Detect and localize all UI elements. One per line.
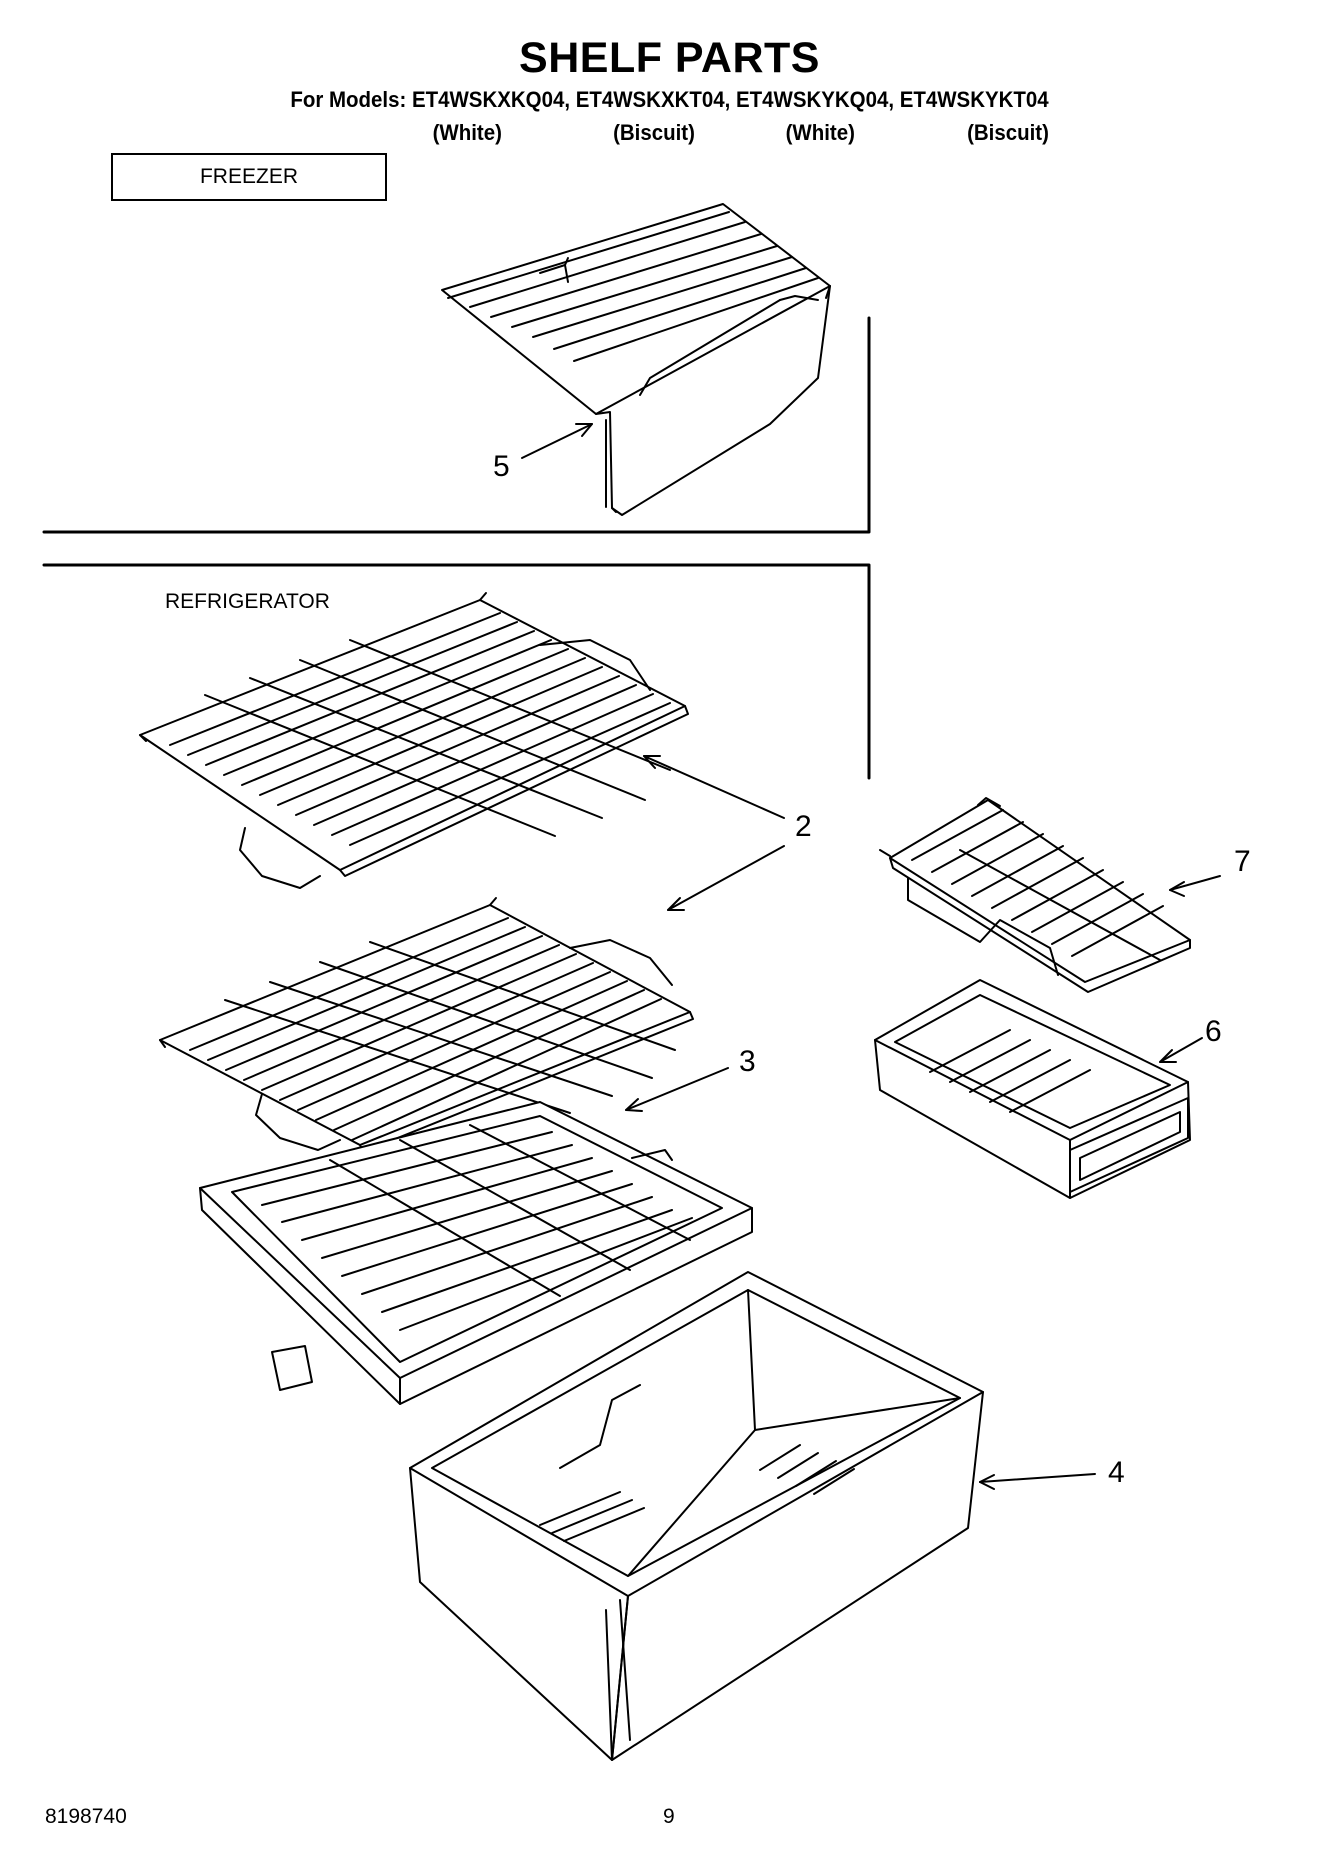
page-number: 9 <box>663 1805 675 1828</box>
doc-number: 8198740 <box>45 1805 127 1828</box>
callout-4: 4 <box>1108 1456 1125 1489</box>
color-note-3: (White) <box>785 120 855 145</box>
callout-2: 2 <box>795 810 812 843</box>
callout-5: 5 <box>493 450 510 483</box>
refrigerator-section-label: REFRIGERATOR <box>165 590 330 613</box>
callout-3: 3 <box>739 1045 756 1078</box>
color-note-1: (White) <box>432 120 502 145</box>
small-wire-shelf <box>879 797 1191 993</box>
leader-lines <box>521 423 1221 1490</box>
refrigerator-wire-shelf-lower <box>159 897 694 1153</box>
freezer-wire-shelf <box>441 203 831 516</box>
color-note-4: (Biscuit) <box>967 120 1049 145</box>
callout-7: 7 <box>1234 845 1251 878</box>
crisper-drawer <box>409 1271 984 1761</box>
freezer-section-label: FREEZER <box>111 153 387 201</box>
page-title: SHELF PARTS <box>519 34 820 82</box>
color-note-2: (Biscuit) <box>613 120 695 145</box>
refrigerator-wire-shelf-upper <box>139 592 689 889</box>
deli-drawer <box>874 979 1191 1199</box>
callout-6: 6 <box>1205 1015 1222 1048</box>
models-line: For Models: ET4WSKXKQ04, ET4WSKXKT04, ET… <box>290 87 1049 112</box>
crisper-cover <box>199 1101 753 1405</box>
section-dividers <box>42 316 871 780</box>
